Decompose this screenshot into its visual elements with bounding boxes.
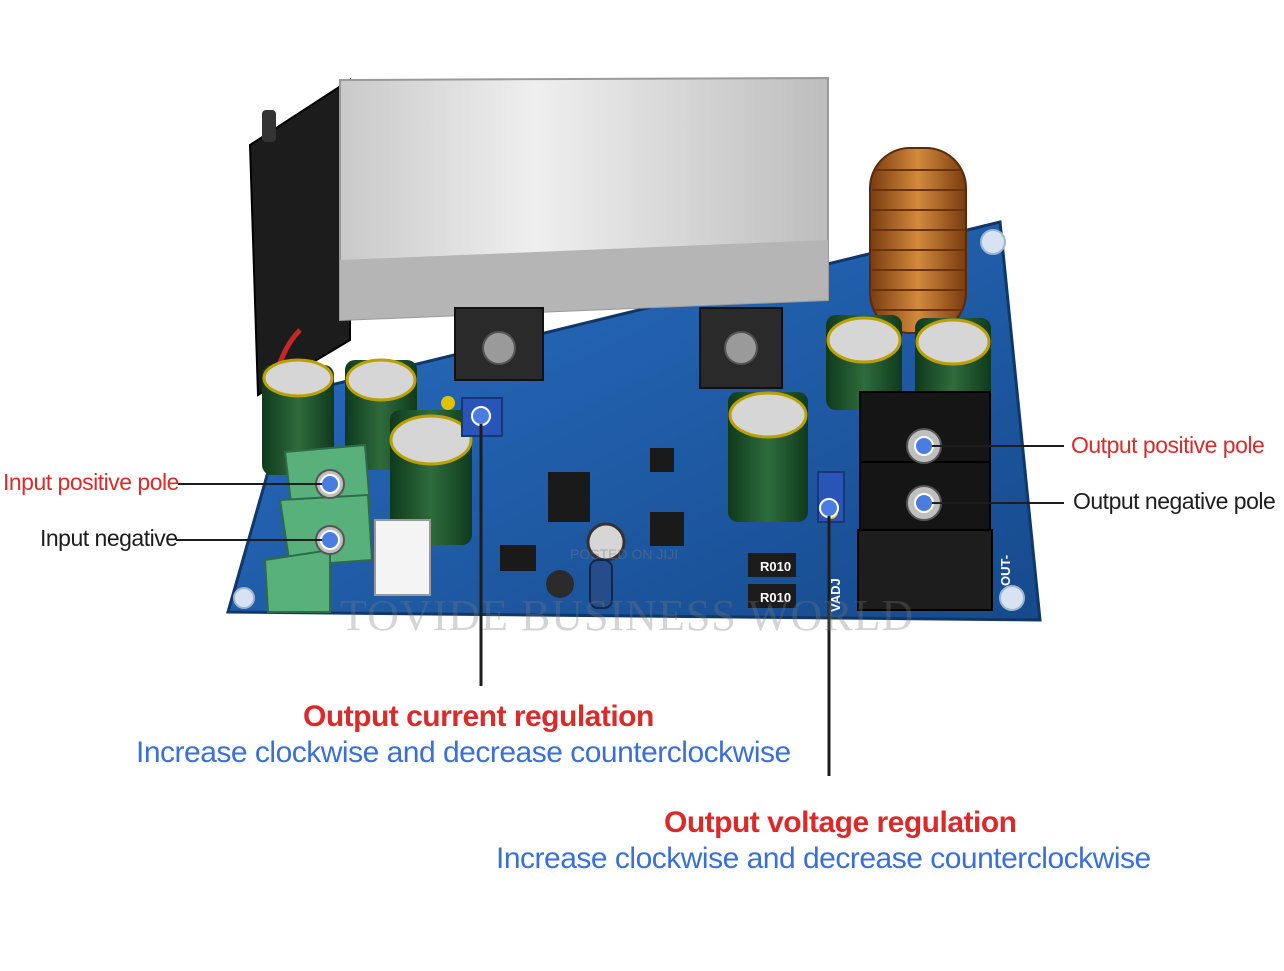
input-positive-label: Input positive pole [3,469,179,495]
mounting-hole [233,587,255,609]
coil-windings [872,169,965,311]
small-inductor [546,570,574,598]
mosfet-screw [724,331,758,365]
ic-chip [650,448,674,472]
capacitor [389,410,473,545]
watermark-main: TOVIDE BUSINESS WORLD [340,591,915,640]
fan-screw [262,110,276,142]
mosfet-right [699,307,783,389]
ic-chip [650,512,684,546]
output-positive-label: Output positive pole [1071,432,1265,458]
marker-dot [471,406,491,426]
marker-dot [914,436,934,456]
shunt-resistor [748,584,796,608]
marker-dot [320,530,340,550]
capacitor [262,358,334,475]
voltage-regulation-title: Output voltage regulation [664,806,1017,839]
vadj-marking: VADJ [828,578,843,612]
fan-connector [374,519,431,596]
marker-dot [819,498,839,518]
mosfet-screw [482,331,516,365]
blue-part [589,559,613,609]
capacitor [915,318,991,413]
ic-chip [500,545,536,571]
shunt-resistor-2-label: R010 [760,590,791,605]
capacitor [826,315,902,410]
capacitor [728,391,808,522]
out-minus-marking: OUT- [998,555,1013,586]
input-negative-label: Input negative [40,525,178,551]
current-regulation-title: Output current regulation [303,700,654,733]
output-negative-label: Output negative pole [1073,488,1276,514]
inductor-coil [869,147,967,334]
current-regulation-subtitle: Increase clockwise and decrease counterc… [136,736,791,769]
shunt-resistor-1-label: R010 [760,559,791,574]
voltage-regulation-subtitle: Increase clockwise and decrease counterc… [496,842,1151,875]
ic-chip [548,472,590,522]
heatsink-fins [340,240,828,320]
marker-dot [320,474,340,494]
mounting-hole [980,229,1006,255]
marker-dot [914,493,934,513]
watermark-small: POSTED ON JIJI [570,546,679,562]
cooling-fan [248,78,351,397]
shunt-resistor [748,553,796,577]
mounting-hole [999,585,1025,611]
